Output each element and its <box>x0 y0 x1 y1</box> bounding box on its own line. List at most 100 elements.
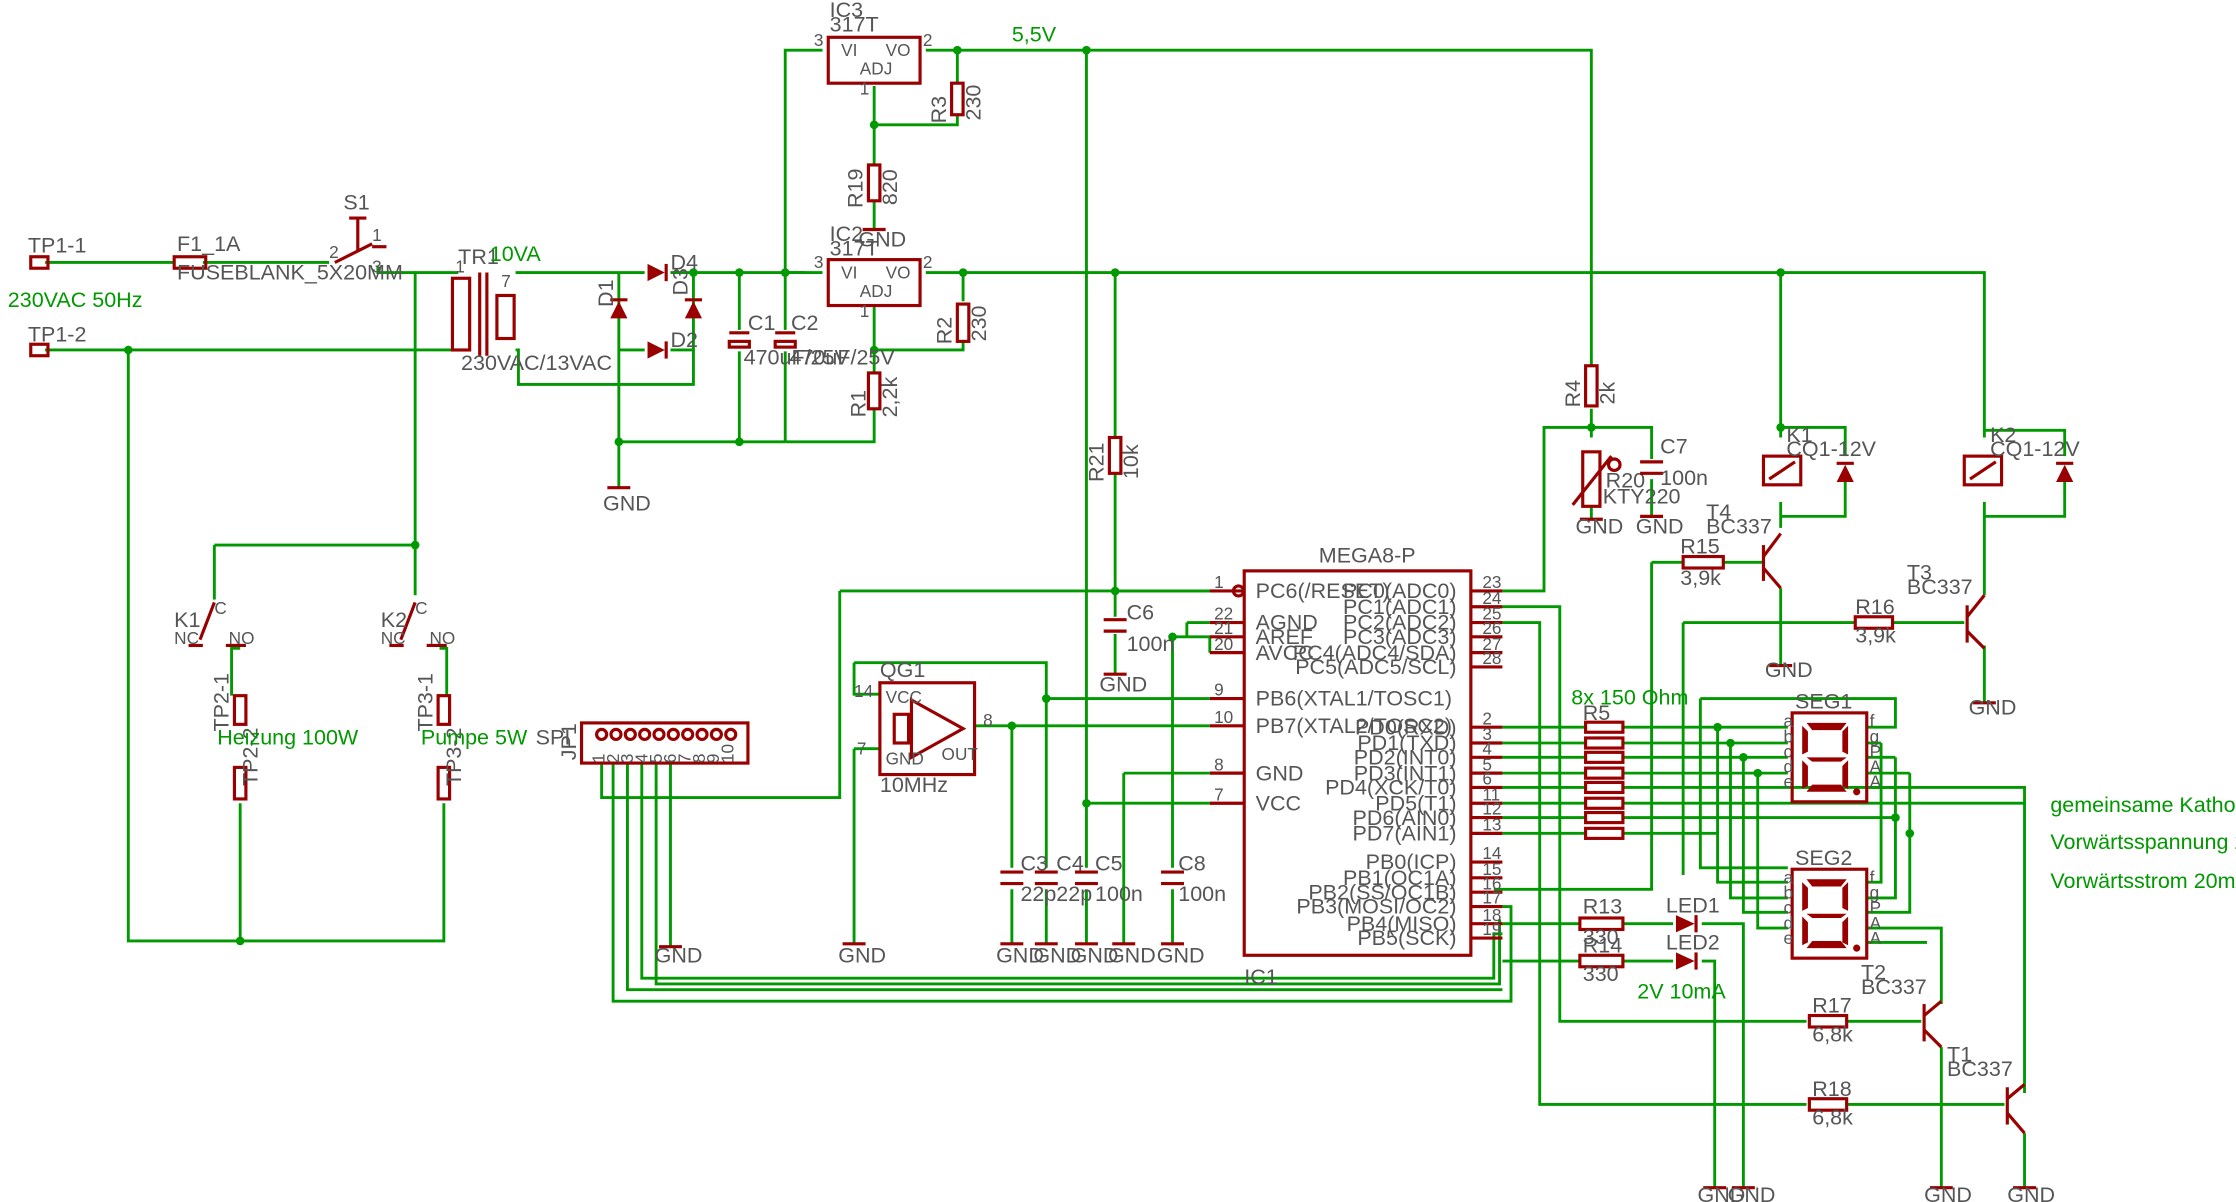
mcu-pin-number: 23 <box>1482 572 1501 592</box>
svg-text:NO: NO <box>229 628 255 648</box>
spi-pin-number: 7 <box>675 754 695 764</box>
svg-text:100n: 100n <box>1660 466 1708 490</box>
svg-text:GND: GND <box>886 749 924 769</box>
svg-text:100n: 100n <box>1127 632 1175 656</box>
svg-text:330: 330 <box>1583 925 1619 949</box>
mcu-pin-name: PB2(SS/OC1B) <box>1308 880 1456 904</box>
seg-pin-label: A <box>1870 756 1882 776</box>
svg-text:14: 14 <box>854 681 874 701</box>
seg-pin-label: a <box>1784 868 1794 888</box>
led-2: LED2 2V 10mA <box>1637 931 1726 1004</box>
spi-pin-number: 5 <box>646 754 666 764</box>
svg-text:NC: NC <box>174 628 199 648</box>
svg-text:230VAC/13VAC: 230VAC/13VAC <box>461 351 612 375</box>
mcu-pin-name: VCC <box>1256 791 1301 815</box>
mcu-pin-number: 16 <box>1482 873 1501 893</box>
svg-text:R2: R2 <box>933 317 957 344</box>
svg-text:C7: C7 <box>1660 434 1687 458</box>
svg-text:7: 7 <box>501 271 511 291</box>
svg-text:R17: R17 <box>1812 994 1851 1018</box>
resistor-array-r5: R5 8x 150 Ohm <box>1571 685 1688 840</box>
mcu-pin-name: PB4(MISO) <box>1347 912 1457 936</box>
seg-pin-label: P <box>1870 741 1881 761</box>
mcu-pin-number: 28 <box>1482 648 1501 668</box>
seg-pin-label: f <box>1870 711 1875 731</box>
mcu-pin-number: 26 <box>1482 618 1501 638</box>
segment-bar <box>1802 916 1808 946</box>
mcu-pin-name: PB0(ICP) <box>1366 850 1457 874</box>
svg-text:R18: R18 <box>1812 1077 1851 1101</box>
svg-text:D4: D4 <box>670 251 698 275</box>
resistor-r14: R14 330 <box>1578 933 1625 986</box>
svg-text:TP2-2: TP2-2 <box>238 727 262 786</box>
mcu-pin-number: 6 <box>1482 769 1492 789</box>
diode-d4: D4 <box>647 251 698 282</box>
seg-pin-label: c <box>1784 741 1793 761</box>
svg-text:C5: C5 <box>1095 852 1123 876</box>
svg-text:1: 1 <box>860 79 870 99</box>
spi-pin-number: 9 <box>703 754 723 764</box>
mcu-pin-number: 2 <box>1482 708 1492 728</box>
svg-text:330: 330 <box>1583 962 1619 986</box>
svg-text:SPI: SPI <box>536 725 571 749</box>
svg-text:SEG2: SEG2 <box>1795 846 1852 870</box>
diode-d1: D1 <box>594 279 628 319</box>
rail-5v-label: 5,5V <box>1012 23 1057 47</box>
svg-text:KTY220: KTY220 <box>1603 484 1681 508</box>
mcu-pin-name: PC2(ADC2) <box>1343 611 1457 635</box>
svg-text:FUSEBLANK_5X20MM: FUSEBLANK_5X20MM <box>177 261 403 285</box>
svg-text:1: 1 <box>860 301 870 321</box>
svg-text:S1: S1 <box>343 190 369 214</box>
resistor-r16: R16 3,9k <box>1853 595 1896 648</box>
svg-text:6,8k: 6,8k <box>1812 1106 1853 1130</box>
svg-text:GND: GND <box>858 228 906 252</box>
transistor-t2: T2 BC337 <box>1861 961 1943 1049</box>
svg-text:1: 1 <box>455 257 465 277</box>
segment-bar <box>1806 913 1847 918</box>
svg-text:ADJ: ADJ <box>860 281 893 301</box>
svg-text:10VA: 10VA <box>490 242 542 266</box>
svg-text:T4: T4 <box>1706 500 1731 524</box>
svg-text:VCC: VCC <box>886 687 922 707</box>
svg-text:T1: T1 <box>1947 1042 1972 1066</box>
svg-text:GND: GND <box>1728 1183 1776 1202</box>
svg-text:Pumpe 5W: Pumpe 5W <box>421 725 528 749</box>
mcu-pin-number: 19 <box>1482 919 1501 939</box>
svg-text:GND: GND <box>1576 515 1624 539</box>
svg-text:VO: VO <box>886 262 911 282</box>
resistor-r2: R2 230 <box>933 302 991 344</box>
svg-text:6,8k: 6,8k <box>1812 1022 1853 1046</box>
svg-text:8: 8 <box>983 710 993 730</box>
note-common-cathode: gemeinsame Kathode <box>2050 793 2236 817</box>
resistor-r18: R18 6,8k <box>1807 1077 1853 1130</box>
svg-text:230: 230 <box>967 305 991 341</box>
svg-text:GND: GND <box>1969 695 2017 719</box>
mcu-pin-name: PD6(AIN0) <box>1353 806 1457 830</box>
spi-pin <box>695 727 709 741</box>
svg-text:GND: GND <box>603 492 651 516</box>
svg-text:GND: GND <box>1071 943 1119 967</box>
segment-bar <box>1806 879 1847 887</box>
svg-text:C8: C8 <box>1178 852 1206 876</box>
svg-text:2V 10mA: 2V 10mA <box>1637 979 1726 1003</box>
spi-pin <box>638 727 652 741</box>
spi-pin-number: 1 <box>588 754 608 764</box>
svg-text:QG1: QG1 <box>880 658 925 682</box>
connector-tp2: TP2-1 TP2-2 Heizung 100W <box>210 673 359 801</box>
seg-pin-label: g <box>1870 883 1880 903</box>
tp1-2-connector: TP1-2 <box>28 322 86 358</box>
segment-bar <box>1806 757 1847 762</box>
mcu-pin-number: 22 <box>1214 604 1233 624</box>
seg-pin-label: g <box>1870 726 1880 746</box>
svg-text:Heizung 100W: Heizung 100W <box>217 725 359 749</box>
mcu-pin-number: 12 <box>1482 799 1501 819</box>
tp1-1-connector: TP1-1 <box>28 233 87 270</box>
seg-pin-label: b <box>1784 883 1794 903</box>
spi-pin <box>724 727 738 741</box>
mcu-pin-name: PD5(T1) <box>1375 791 1456 815</box>
svg-text:IC2: IC2 <box>830 222 863 246</box>
capacitor-c6: C6 100n <box>1103 601 1175 656</box>
transistor-t4: T4 BC337 <box>1706 500 1782 590</box>
svg-text:TP1-1: TP1-1 <box>28 233 87 257</box>
